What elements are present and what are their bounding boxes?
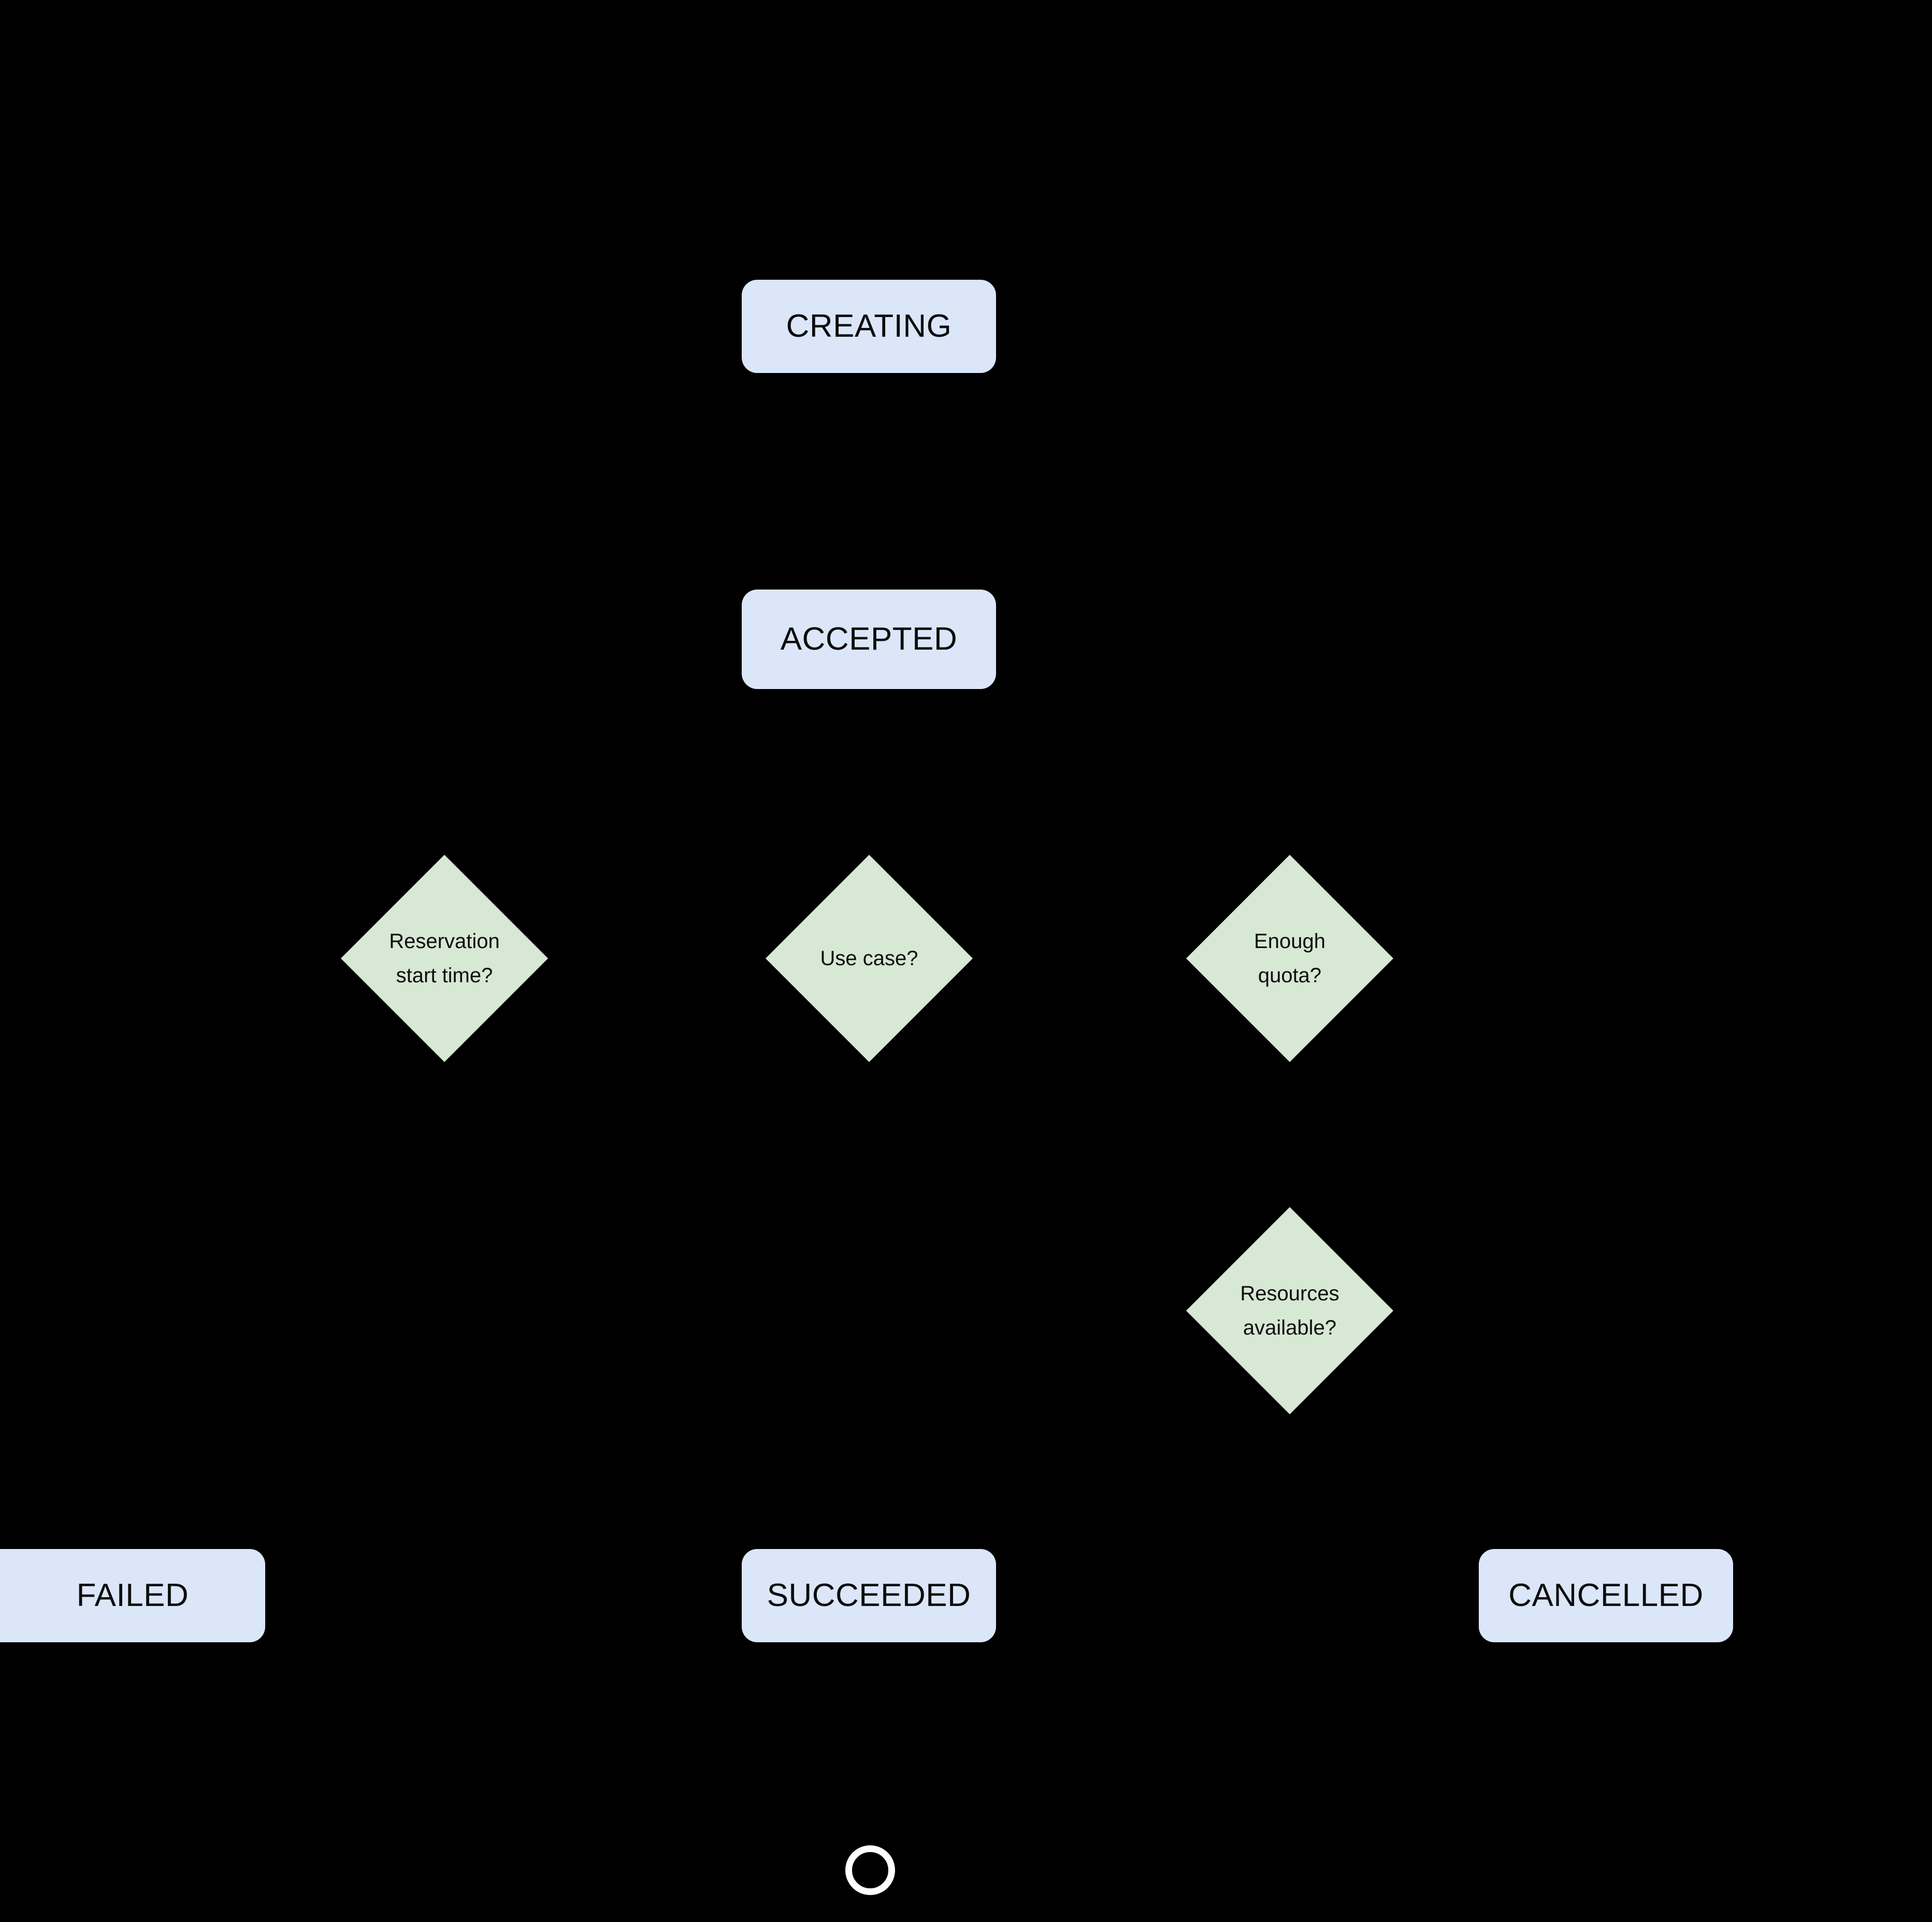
- edge-accepted-to-decisions: [443, 689, 871, 855]
- edge-accepted-to-quota: [868, 689, 1291, 855]
- edge-resources-to-cancelled: [1288, 1414, 1607, 1549]
- state-node-cancelled[interactable]: CANCELLED: [1479, 1549, 1733, 1642]
- diamond-icon: [766, 855, 973, 1062]
- state-node-cancelled-label: CANCELLED: [1508, 1577, 1704, 1613]
- state-node-creating[interactable]: CREATING: [742, 280, 996, 373]
- edge-reservation-to-failed: [131, 1062, 446, 1549]
- end-state-circle-icon: [845, 1845, 895, 1895]
- state-node-failed-label: FAILED: [76, 1577, 189, 1613]
- decision-node-resources-available[interactable]: Resources available?: [1186, 1207, 1393, 1414]
- decision-node-use-case[interactable]: Use case?: [766, 855, 973, 1062]
- diamond-icon: [1186, 1207, 1393, 1414]
- state-node-succeeded-label: SUCCEEDED: [767, 1577, 971, 1613]
- diamond-icon: [1186, 855, 1393, 1062]
- state-node-failed[interactable]: FAILED: [0, 1549, 265, 1642]
- state-node-succeeded[interactable]: SUCCEEDED: [742, 1549, 996, 1642]
- decision-node-enough-quota[interactable]: Enough quota?: [1186, 855, 1393, 1062]
- state-node-accepted-label: ACCEPTED: [780, 621, 958, 657]
- state-node-accepted[interactable]: ACCEPTED: [742, 590, 996, 689]
- diamond-icon: [341, 855, 548, 1062]
- decision-node-reservation-start-time[interactable]: Reservation start time?: [341, 855, 548, 1062]
- state-node-creating-label: CREATING: [786, 308, 952, 344]
